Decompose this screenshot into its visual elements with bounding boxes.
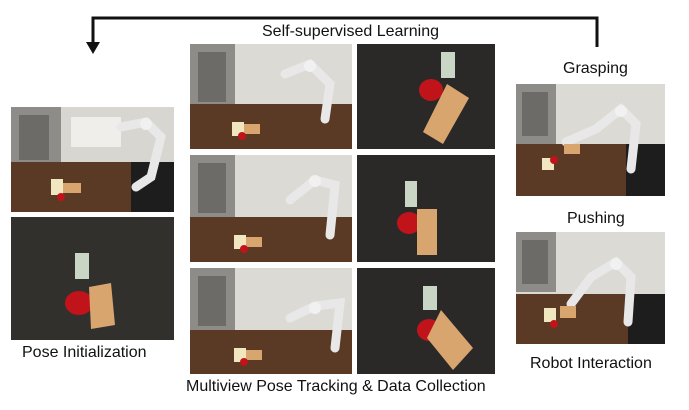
multiview-scene-2-photo [190,155,352,262]
multiview-scene-1-photo [190,44,352,149]
grasping-photo [516,84,665,196]
multiview-closeup-3-photo [357,268,495,374]
multiview-label: Multiview Pose Tracking & Data Collectio… [186,378,486,395]
self-supervised-learning-label: Self-supervised Learning [262,23,439,40]
pushing-label: Pushing [567,210,625,227]
multiview-closeup-2-photo [357,155,495,262]
pushing-photo [516,232,665,344]
pose-init-closeup-photo [11,217,174,340]
pose-init-scene-photo [11,107,174,212]
pose-initialization-label: Pose Initialization [22,344,147,361]
robot-interaction-label: Robot Interaction [530,355,652,372]
multiview-closeup-1-photo [357,44,495,149]
multiview-scene-3-photo [190,268,352,374]
grasping-label: Grasping [563,60,628,77]
